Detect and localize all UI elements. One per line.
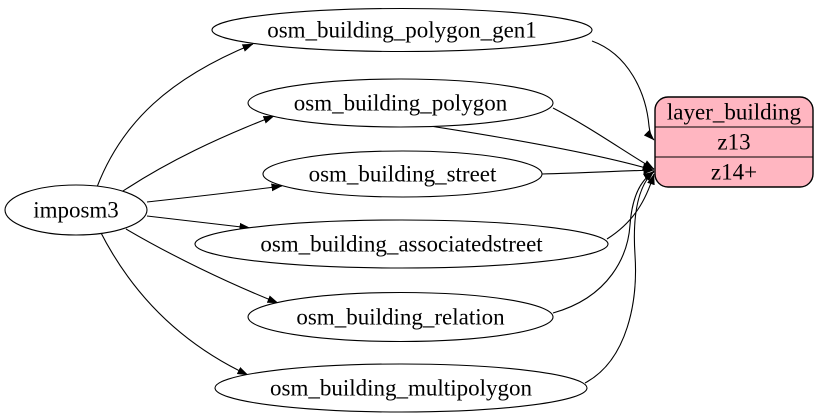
table-node-ellipse-building-street	[262, 150, 543, 198]
edge-building-associatedstreet-to-z14	[606, 173, 655, 240]
edge-building-polygon-gen1-to-z13	[591, 40, 655, 141]
edge-imposm3-to-building-relation	[125, 228, 279, 304]
edge-building-street-to-z14	[541, 166, 655, 175]
table-node-label: osm_building_multipolygon	[270, 376, 532, 401]
table-node-label: osm_building_polygon	[294, 91, 508, 116]
table-node-ellipse-building-associatedstreet	[194, 219, 609, 269]
table-node-ellipse-building-polygon-gen1	[211, 7, 593, 53]
table-node-ellipse-building-relation	[247, 291, 554, 343]
layer-node-title: layer_building	[667, 100, 802, 125]
edge-building-multipolygon-to-z14	[584, 170, 655, 384]
table-node-ellipse-building-multipolygon	[214, 363, 588, 413]
edge-building-relation-to-z14	[552, 171, 655, 314]
edge-imposm3-to-building-multipolygon	[99, 230, 249, 376]
layer-node-box	[654, 96, 814, 188]
table-node-label: osm_building_street	[309, 162, 497, 187]
table-node-label: osm_building_relation	[296, 305, 505, 330]
table-node-ellipse-building-polygon	[247, 78, 554, 128]
source-node-label: imposm3	[33, 198, 119, 223]
layer-node-row-z13: z13	[717, 130, 750, 155]
edge-imposm3-to-building-polygon-gen1	[96, 43, 254, 188]
table-node-label: osm_building_associatedstreet	[260, 232, 543, 257]
table-node-label: osm_building_polygon_gen1	[267, 18, 537, 43]
source-node-ellipse	[4, 184, 148, 236]
edge-building-polygon-to-z14	[552, 107, 655, 170]
edge-layer	[96, 40, 655, 384]
edge-building-polygon-to-z14-spline	[429, 125, 654, 171]
node-layer: imposm3 osm_building_polygon_gen1 osm_bu…	[4, 7, 814, 413]
edge-imposm3-to-building-polygon	[119, 115, 275, 194]
layer-node-row-z14: z14+	[711, 160, 757, 185]
layer-node: layer_building z13 z14+	[654, 96, 814, 188]
edge-imposm3-to-building-street	[146, 183, 283, 203]
edge-imposm3-to-building-associatedstreet	[146, 215, 251, 231]
